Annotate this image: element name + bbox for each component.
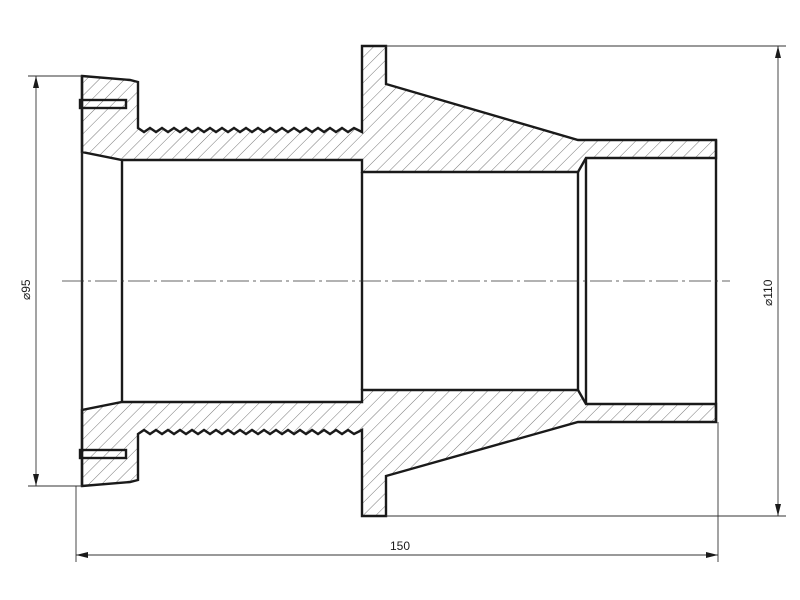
svg-text:⌀95: ⌀95 (19, 279, 33, 300)
section-lower (78, 388, 718, 518)
body-wall-lower (80, 388, 718, 518)
seal-slot-upper (78, 98, 128, 110)
diameter-symbol-left: ⌀ (19, 293, 33, 300)
dimension-length: 150 (75, 422, 719, 562)
diameter-left-label: 95 (19, 279, 33, 293)
dimension-diameter-right: ⌀110 (386, 45, 786, 517)
section-upper (78, 44, 718, 174)
svg-text:⌀110: ⌀110 (761, 279, 775, 306)
diameter-symbol-right: ⌀ (761, 299, 775, 306)
body-wall-upper (80, 44, 718, 174)
dimension-diameter-left: ⌀95 (19, 75, 82, 487)
seal-slot-lower (78, 448, 128, 460)
length-label: 150 (390, 539, 410, 553)
diameter-right-label: 110 (761, 279, 775, 298)
